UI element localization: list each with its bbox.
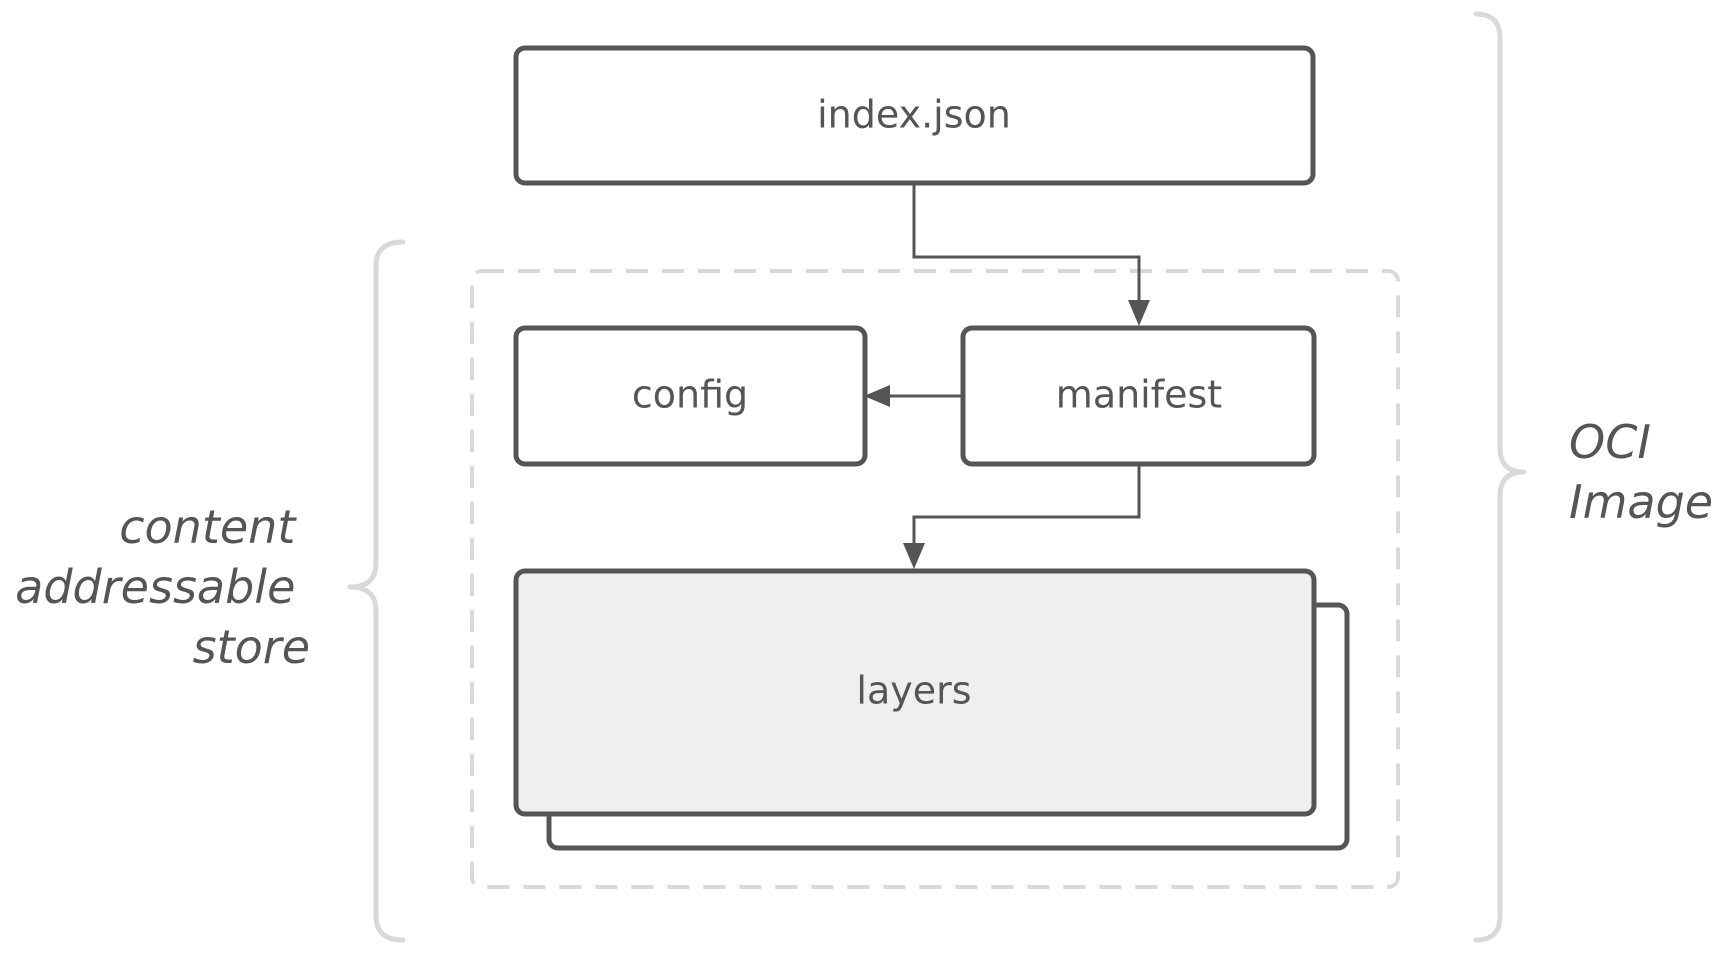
config-label: config (632, 373, 748, 417)
content-store-label-line-1: content (119, 500, 297, 554)
layers-node: layers (513, 568, 1350, 851)
edge-index-to-manifest (912, 184, 1141, 300)
oci-image-brace (1473, 11, 1527, 943)
index-json-label: index.json (817, 93, 1011, 137)
content-store-region (470, 269, 1400, 889)
arrowhead-manifest-to-layers (903, 543, 925, 569)
oci-image-label: OCI Image (1569, 415, 1713, 529)
manifest-node: manifest (960, 325, 1317, 467)
arrowhead-index-to-manifest (1128, 300, 1150, 326)
arrowhead-manifest-to-config (864, 385, 890, 407)
layers-front-box (513, 568, 1317, 817)
content-store-label: content addressable store (15, 500, 310, 674)
content-store-brace (347, 239, 406, 943)
manifest-label: manifest (1056, 373, 1222, 417)
oci-image-label-line-1: OCI (1569, 415, 1651, 469)
index-json-node: index.json (513, 45, 1316, 186)
layers-label: layers (856, 669, 971, 713)
edge-manifest-to-layers (912, 465, 1141, 543)
config-node: config (513, 325, 868, 467)
content-store-label-line-2: addressable (15, 560, 295, 614)
oci-image-label-line-2: Image (1569, 475, 1713, 529)
content-store-label-line-3: store (193, 620, 310, 674)
